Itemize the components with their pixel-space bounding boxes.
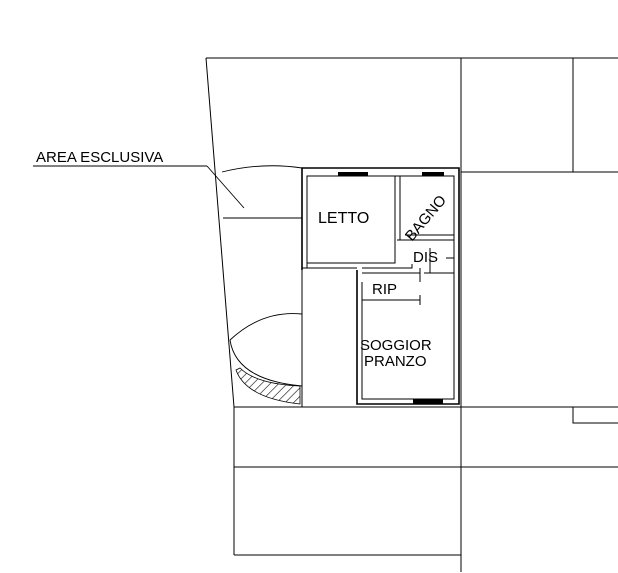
room-label-rip: RIP bbox=[372, 281, 397, 298]
room-label-bagno: BAGNO bbox=[402, 192, 450, 244]
room-label-soggiorno: SOGGIOR bbox=[360, 337, 432, 354]
site-outline bbox=[205, 57, 618, 572]
windows bbox=[338, 172, 444, 404]
apartment-walls bbox=[301, 167, 460, 408]
room-label-letto: LETTO bbox=[318, 210, 369, 227]
area-label: AREA ESCLUSIVA bbox=[36, 149, 163, 166]
area-leader bbox=[33, 165, 245, 209]
hatched-area bbox=[235, 367, 301, 405]
exclusive-area bbox=[221, 165, 303, 405]
room-label-dis: DIS bbox=[413, 249, 438, 266]
room-label-pranzo: PRANZO bbox=[364, 353, 427, 370]
